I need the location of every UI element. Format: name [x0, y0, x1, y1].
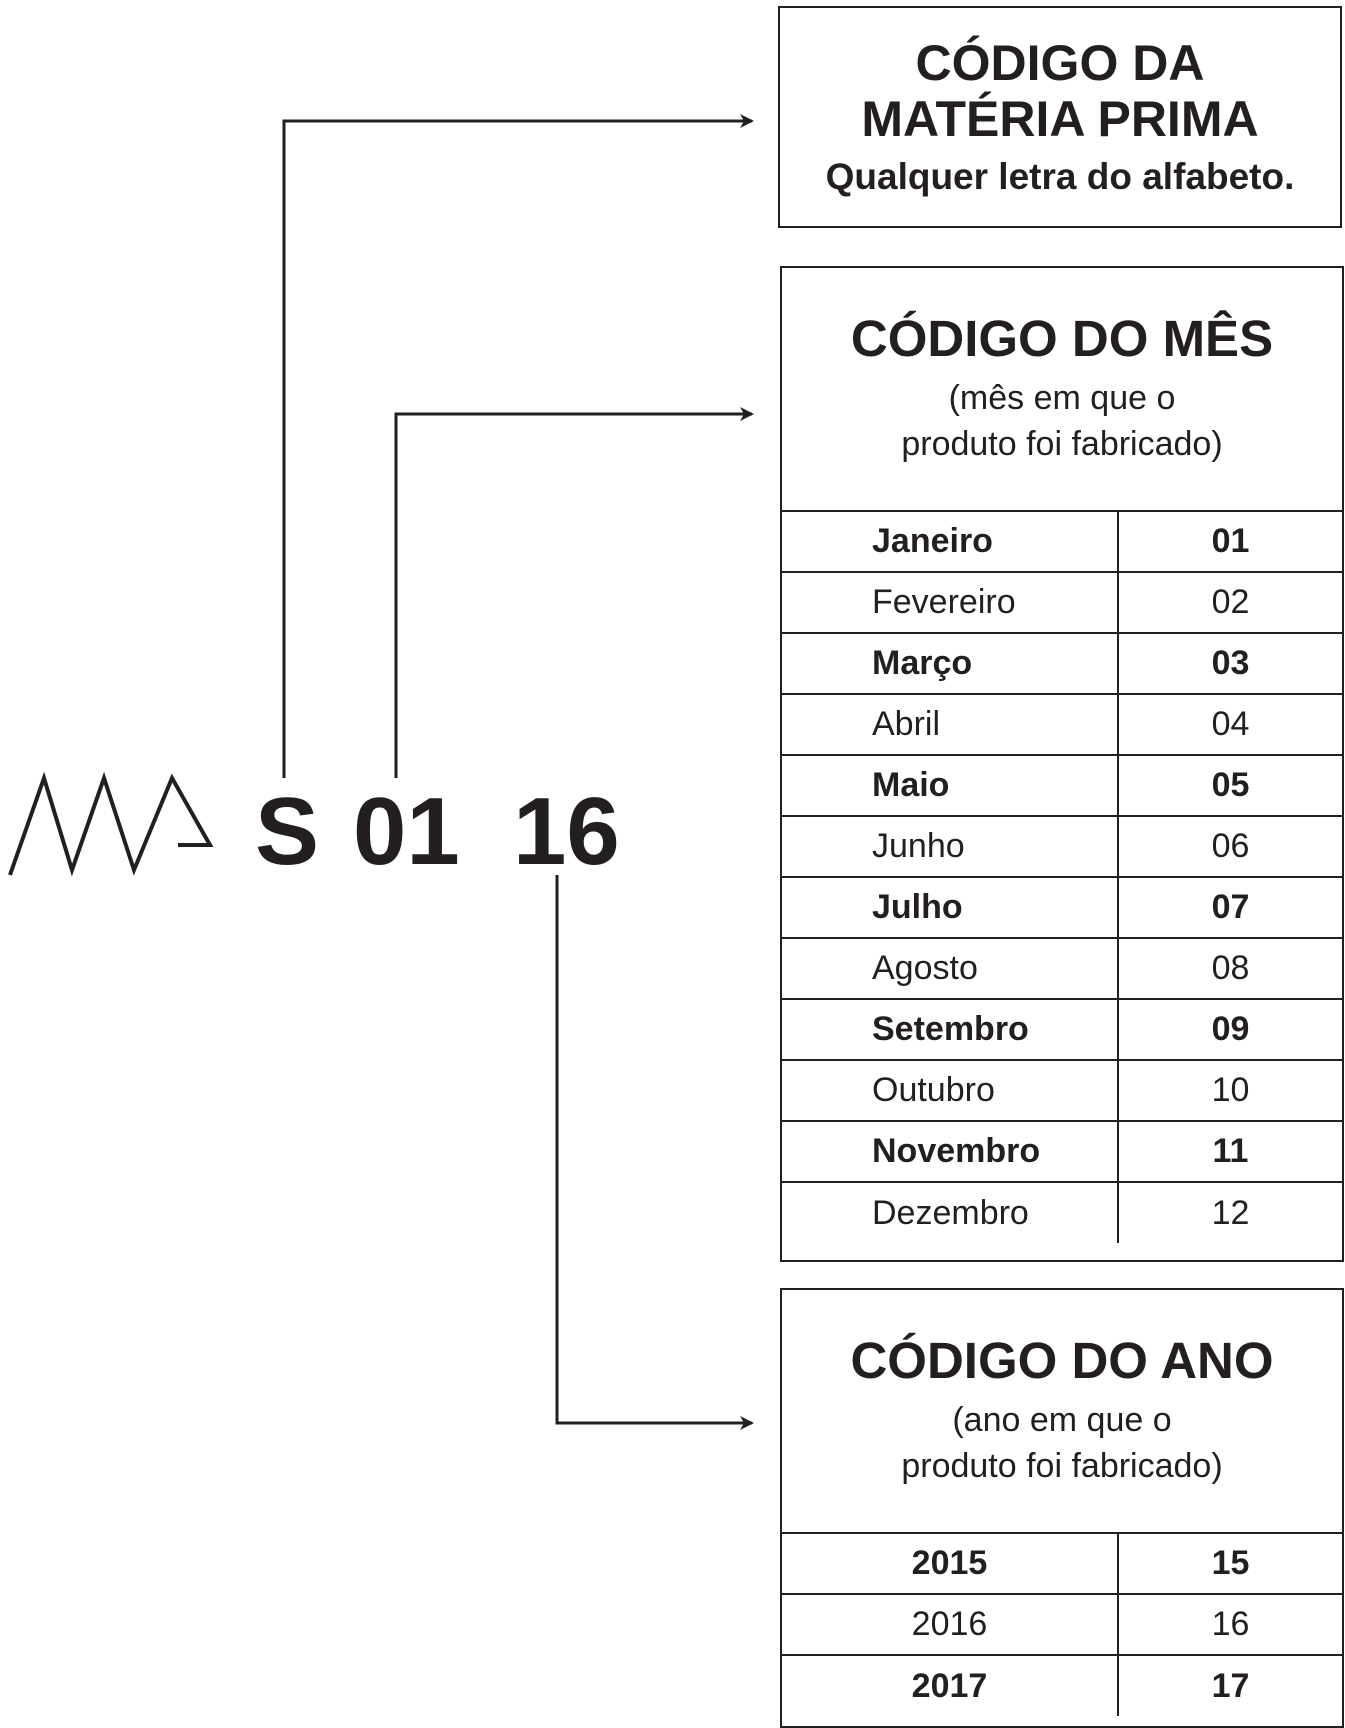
material-box-subtitle: Qualquer letra do alfabeto. [825, 156, 1295, 197]
month-row-label: Junho [782, 815, 1118, 877]
year-box-subtitle-line1: (ano em que o [952, 1401, 1172, 1439]
material-connector [282, 114, 754, 778]
code-material-letter: S [255, 778, 320, 885]
year-row-label: 2017 [782, 1654, 1118, 1716]
month-row-label: Janeiro [782, 510, 1118, 572]
material-box-title-line1: CÓDIGO DA [915, 35, 1205, 91]
year-row-code: 15 [1117, 1532, 1342, 1594]
month-row-code: 04 [1117, 693, 1342, 755]
year-row-label: 2015 [782, 1532, 1118, 1594]
month-box-subtitle-line2: produto foi fabricado) [901, 425, 1223, 463]
month-code-box: CÓDIGO DO MÊS (mês em que o produto foi … [780, 266, 1344, 1262]
code-year-digits: 16 [513, 778, 620, 885]
month-row-code: 02 [1117, 571, 1342, 633]
month-connector [394, 407, 754, 778]
month-row-label: Outubro [782, 1059, 1118, 1121]
year-row-code: 17 [1117, 1654, 1342, 1716]
month-box-subtitle-line1: (mês em que o [948, 379, 1176, 417]
year-row-label: 2016 [782, 1593, 1118, 1655]
month-row-code: 07 [1117, 876, 1342, 938]
code-month-digits: 01 [353, 778, 460, 885]
month-row-label: Maio [782, 754, 1118, 816]
month-row-code: 12 [1117, 1181, 1342, 1243]
month-row-code: 01 [1117, 510, 1342, 572]
year-box-subtitle-line2: produto foi fabricado) [901, 1447, 1223, 1485]
year-code-box: CÓDIGO DO ANO (ano em que o produto foi … [780, 1288, 1344, 1728]
month-row-label: Setembro [782, 998, 1118, 1060]
month-row-label: Dezembro [782, 1181, 1118, 1243]
month-row-code: 05 [1117, 754, 1342, 816]
month-row-label: Fevereiro [782, 571, 1118, 633]
month-row-code: 06 [1117, 815, 1342, 877]
month-row-label: Abril [782, 693, 1118, 755]
month-row-code: 09 [1117, 998, 1342, 1060]
month-row-label: Julho [782, 876, 1118, 938]
month-row-label: Março [782, 632, 1118, 694]
month-row-code: 11 [1117, 1120, 1342, 1182]
month-row-code: 10 [1117, 1059, 1342, 1121]
month-row-label: Agosto [782, 937, 1118, 999]
material-code-box: CÓDIGO DA MATÉRIA PRIMA Qualquer letra d… [778, 6, 1342, 228]
year-row-code: 16 [1117, 1593, 1342, 1655]
month-row-code: 08 [1117, 937, 1342, 999]
month-row-code: 03 [1117, 632, 1342, 694]
zigzag-mountain-logo-icon [8, 771, 214, 877]
month-box-title: CÓDIGO DO MÊS [850, 310, 1274, 367]
year-box-title: CÓDIGO DO ANO [850, 1332, 1274, 1389]
material-box-title-line2: MATÉRIA PRIMA [861, 91, 1259, 147]
month-row-label: Novembro [782, 1120, 1118, 1182]
year-connector [555, 875, 754, 1430]
